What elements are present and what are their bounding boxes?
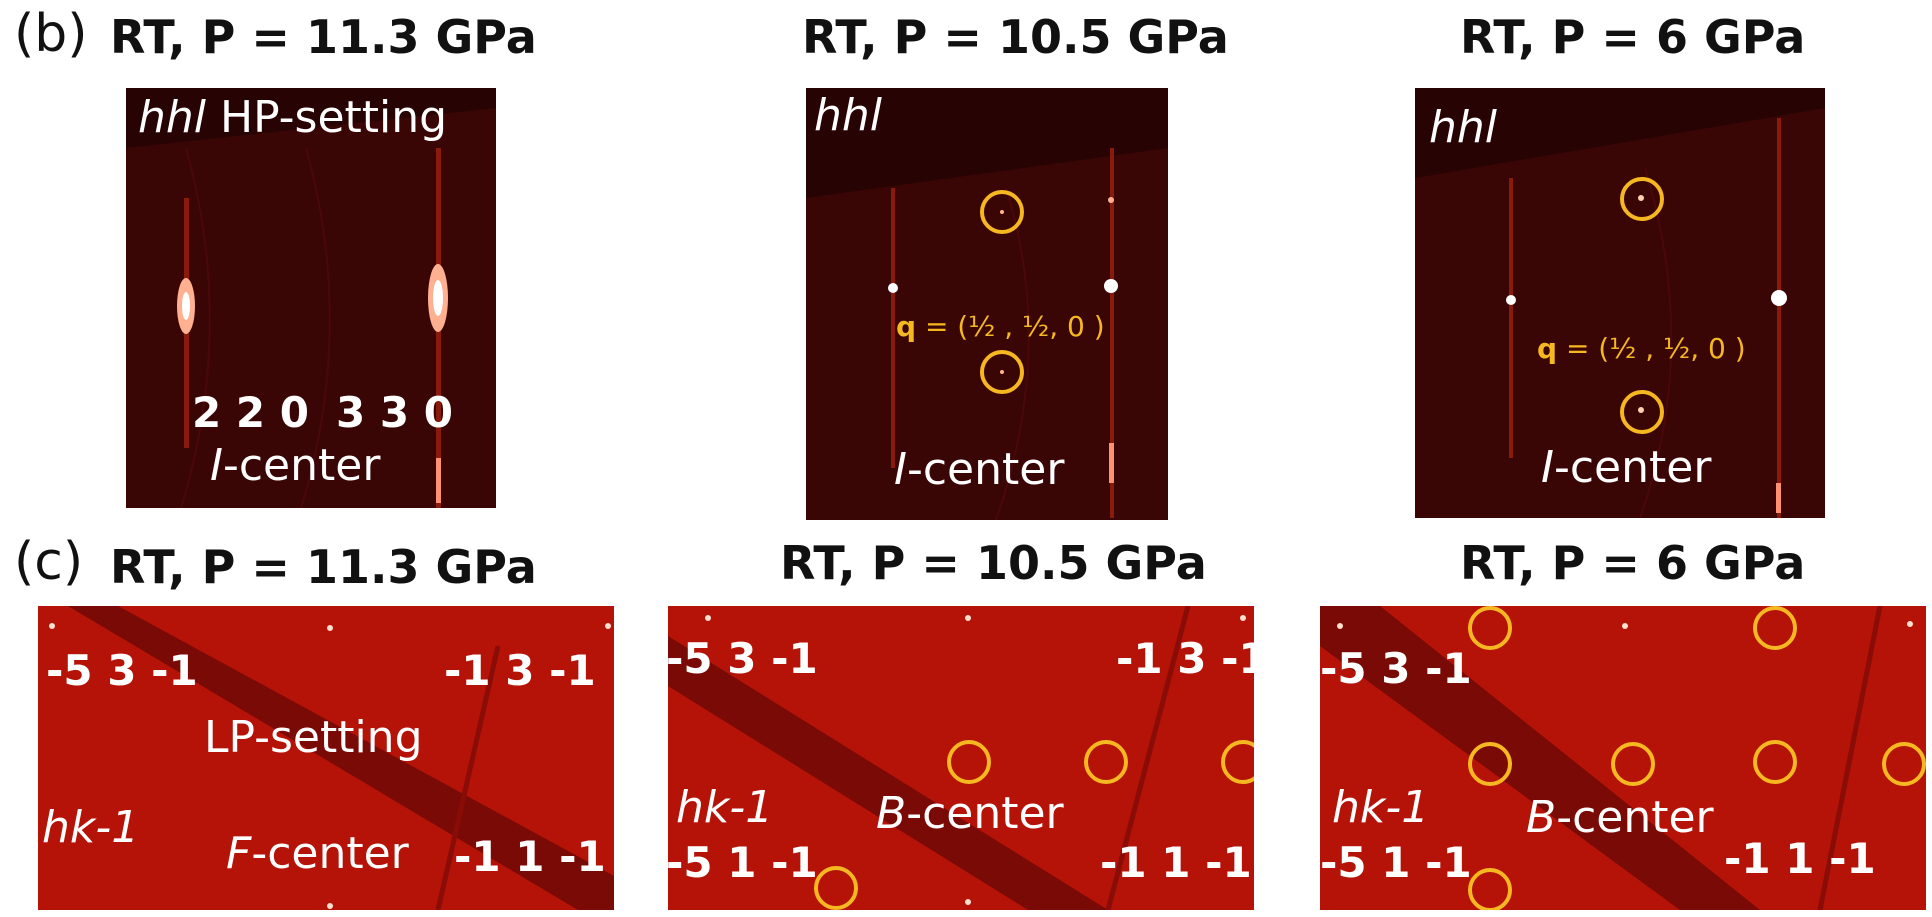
superlattice-peak-circle <box>1084 740 1128 784</box>
superlattice-peak-circle <box>947 740 991 784</box>
panel-title: RT, P = 11.3 GPa <box>110 10 537 64</box>
diffraction-pattern <box>49 606 614 910</box>
superlattice-peak-circle <box>1221 740 1254 784</box>
superlattice-peak-circle <box>1611 742 1655 786</box>
centering-label: I-center <box>1541 442 1712 493</box>
centering-label: I-center <box>894 444 1065 495</box>
superlattice-peak-circle <box>1753 606 1797 650</box>
diffraction-pattern <box>126 88 496 508</box>
reflection-label: -1 1 -1 <box>454 832 606 881</box>
reflection-label: -1 1 -1 <box>1724 834 1876 883</box>
scan-plane-label: hhl <box>1429 102 1497 153</box>
diffraction-image-c2: -5 3 -1 -1 3 -1 hk-1 B-center -5 1 -1 -1… <box>668 606 1254 910</box>
superlattice-peak-circle <box>1468 868 1512 910</box>
reflection-label: 3 3 0 <box>336 388 453 437</box>
reflection-label: -5 1 -1 <box>1320 838 1472 887</box>
superlattice-peak-circle <box>1468 606 1512 650</box>
diffraction-image-c1: -5 3 -1 -1 3 -1 LP-setting hk-1 F-center… <box>38 606 614 910</box>
centering-label: I-center <box>210 440 381 491</box>
panel-title: RT, P = 6 GPa <box>1460 10 1806 64</box>
panel-title: RT, P = 11.3 GPa <box>110 540 537 594</box>
panel-title: RT, P = 6 GPa <box>1460 536 1806 590</box>
panel-label-b: (b) <box>14 4 88 64</box>
scan-plane-label: hk-1 <box>42 802 140 853</box>
diffraction-image-b1: hhl HP-setting 2 2 0 3 3 0 I-center <box>126 88 496 508</box>
scan-plane-label: hk-1 <box>676 782 774 833</box>
reflection-label: 2 2 0 <box>192 388 309 437</box>
superlattice-peak-circle <box>980 190 1024 234</box>
diffraction-pattern <box>806 88 1168 520</box>
superlattice-peak-circle <box>1468 742 1512 786</box>
superlattice-peak-circle <box>1882 742 1926 786</box>
centering-label: B-center <box>876 788 1064 839</box>
panel-label-c: (c) <box>14 532 84 592</box>
diffraction-image-b3: hhl q = (½ , ½, 0 ) I-center <box>1415 88 1825 518</box>
superlattice-peak-circle <box>814 866 858 910</box>
scan-plane-label: hhl HP-setting <box>138 92 448 143</box>
reflection-label: -5 3 -1 <box>46 646 198 695</box>
reflection-label: -5 1 -1 <box>668 838 818 887</box>
reflection-label: -1 1 -1 <box>1100 838 1252 887</box>
diffraction-pattern <box>1320 606 1913 910</box>
scan-plane-label: hk-1 <box>1332 782 1430 833</box>
propagation-vector-label: q = (½ , ½, 0 ) <box>896 310 1105 343</box>
diffraction-image-b2: hhl q = (½ , ½, 0 ) I-center <box>806 88 1168 520</box>
panel-title: RT, P = 10.5 GPa <box>780 536 1207 590</box>
centering-label: B-center <box>1526 792 1714 843</box>
propagation-vector-label: q = (½ , ½, 0 ) <box>1537 332 1746 365</box>
superlattice-peak-circle <box>1620 177 1664 221</box>
panel-title: RT, P = 10.5 GPa <box>802 10 1229 64</box>
diffraction-image-c3: -5 3 -1 hk-1 B-center -5 1 -1 -1 1 -1 <box>1320 606 1926 910</box>
scan-plane-label: hhl <box>814 90 882 141</box>
reflection-label: -5 3 -1 <box>668 634 818 683</box>
superlattice-peak-circle <box>980 350 1024 394</box>
setting-label: LP-setting <box>204 712 423 763</box>
reflection-label: -1 3 -1 <box>444 646 596 695</box>
reflection-label: -1 3 -1 <box>1116 634 1254 683</box>
superlattice-peak-circle <box>1620 390 1664 434</box>
centering-label: F-center <box>226 828 409 879</box>
superlattice-peak-circle <box>1753 740 1797 784</box>
reflection-label: -5 3 -1 <box>1320 644 1472 693</box>
diffraction-pattern <box>1415 88 1825 518</box>
diffraction-pattern <box>668 606 1246 910</box>
